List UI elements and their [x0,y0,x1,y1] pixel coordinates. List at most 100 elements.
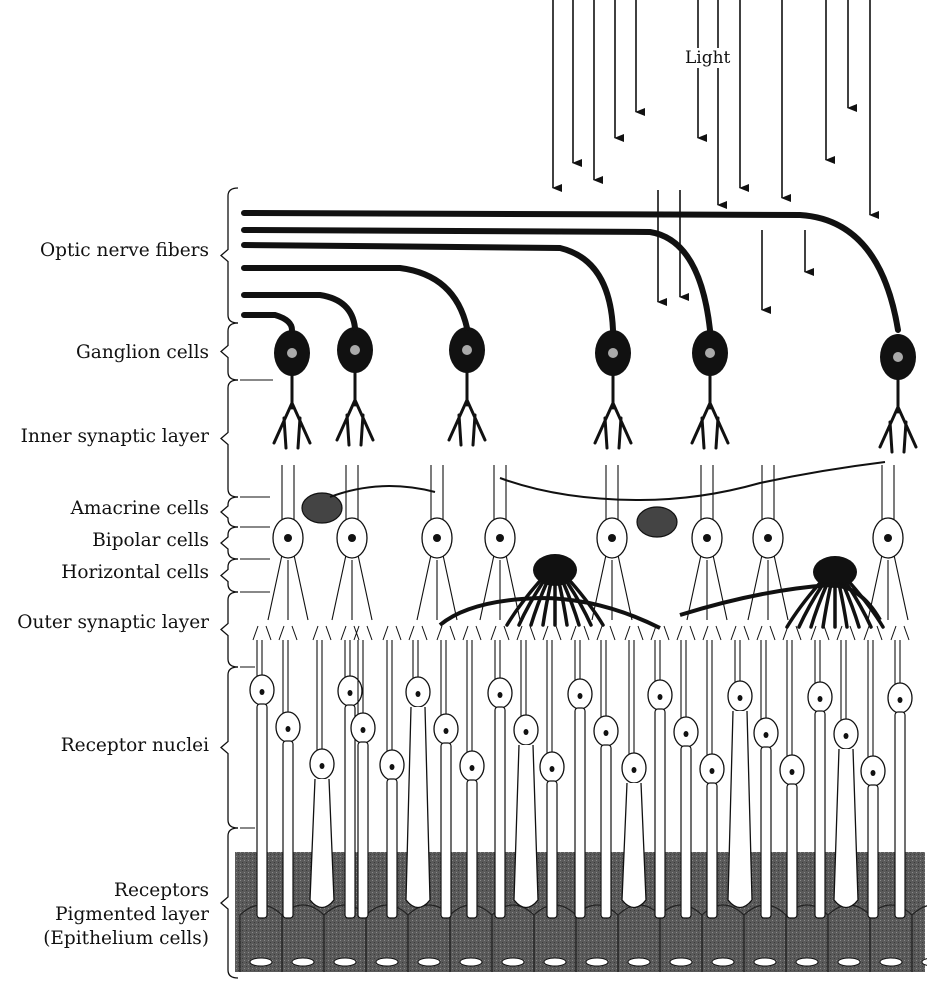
bipolar-process [268,555,308,620]
rod-outer-segment [681,746,691,918]
epithelium-nucleus [586,958,608,966]
light-label: Light [683,48,732,68]
bipolar-process [480,555,520,620]
epithelium-nucleus [544,958,566,966]
rod-outer-segment [895,712,905,918]
label-ganglion-cells: Ganglion cells [76,342,209,364]
ganglion-dendrite [880,379,916,452]
layer-bracket [221,667,238,828]
ganglion-nucleus [608,348,618,358]
rod-outer-segment [868,785,878,918]
epithelium-nucleus [460,958,482,966]
receptor-terminal [354,626,372,640]
rod-outer-segment [761,747,771,918]
rod-outer-segment [387,779,397,918]
epithelium-nucleus [796,958,818,966]
layer-bracket [221,592,238,667]
receptor-nucleus [738,695,743,701]
receptor-terminal [625,626,643,640]
bipolar-nucleus [608,534,616,542]
receptor-nucleus [524,729,529,735]
bipolar-dendrite [346,465,358,520]
bipolar-nucleus [703,534,711,542]
ganglion-nucleus [287,348,297,358]
receptor-terminal [703,626,721,640]
layer-bracket [221,497,238,527]
bipolar-process [748,555,788,620]
receptor-nucleus [578,693,583,699]
receptor-nucleus [632,767,637,773]
receptor-nucleus [871,770,876,776]
rod-outer-segment [283,741,293,918]
label-pigmented-layer: Pigmented layer [55,904,209,926]
cone-outer-segment [406,707,430,908]
rod-outer-segment [467,780,477,918]
receptor-terminal [253,626,271,640]
label-epithelium-cells: (Epithelium cells) [43,928,209,950]
receptor-nucleus [390,764,395,770]
receptor-terminal [571,626,589,640]
bipolar-dendrite [882,465,894,520]
receptor-nucleus [286,726,291,732]
rod-outer-segment [575,708,585,918]
layer-bracket [221,323,238,380]
cone-outer-segment [622,783,646,908]
light-arrows [553,0,870,310]
receptor-terminal [313,626,331,640]
receptor-terminal [864,626,882,640]
ganglion-nucleus [462,345,472,355]
label-receptor-nuclei: Receptor nuclei [61,735,209,757]
rod-outer-segment [441,743,451,918]
receptor-nucleus [658,694,663,700]
bipolar-nucleus [284,534,292,542]
epithelium-nucleus [418,958,440,966]
epithelium-nucleus [838,958,860,966]
receptor-nucleus [320,763,325,769]
rod-outer-segment [257,704,267,918]
ganglion-nucleus [705,348,715,358]
receptor-nucleus [498,692,503,698]
layer-bracket [221,380,238,497]
ganglion-dendrite [595,375,631,448]
receptor-terminal [383,626,401,640]
epithelium-nucleus [292,958,314,966]
ganglion-dendrite [337,372,373,445]
rod-outer-segment [358,742,368,918]
amacrine-cells [302,462,885,537]
receptor-terminal [891,626,909,640]
amacrine-body [637,507,677,537]
label-amacrine-cells: Amacrine cells [71,498,209,520]
receptor-nucleus [416,691,421,697]
receptor-terminal [731,626,749,640]
bipolar-nucleus [348,534,356,542]
rod-outer-segment [601,745,611,918]
receptor-terminal [437,626,455,640]
epithelium-nucleus [880,958,902,966]
receptor-nucleus [604,730,609,736]
epithelium-nucleus [334,958,356,966]
receptor-terminal [491,626,509,640]
receptor-terminal [463,626,481,640]
optic-fiber [244,315,292,330]
label-inner-synaptic-layer: Inner synaptic layer [21,426,209,448]
bipolar-process [417,555,457,620]
receptor-nucleus [844,733,849,739]
rod-outer-segment [495,707,505,918]
receptor-terminal [597,626,615,640]
receptor-nucleus [818,696,823,702]
label-outer-synaptic-layer: Outer synaptic layer [17,612,209,634]
epithelium-nucleus [250,958,272,966]
receptor-nucleus [790,769,795,775]
receptor-nucleus [898,697,903,703]
receptor-terminal [409,626,427,640]
epithelium-nucleus [670,958,692,966]
epithelium-nucleus [376,958,398,966]
receptor-terminal [279,626,297,640]
receptor-terminal [677,626,695,640]
amacrine-process [500,462,885,500]
receptor-terminal [811,626,829,640]
bipolar-nucleus [496,534,504,542]
receptor-nucleus [550,766,555,772]
rod-outer-segment [707,783,717,918]
receptor-terminal [651,626,669,640]
